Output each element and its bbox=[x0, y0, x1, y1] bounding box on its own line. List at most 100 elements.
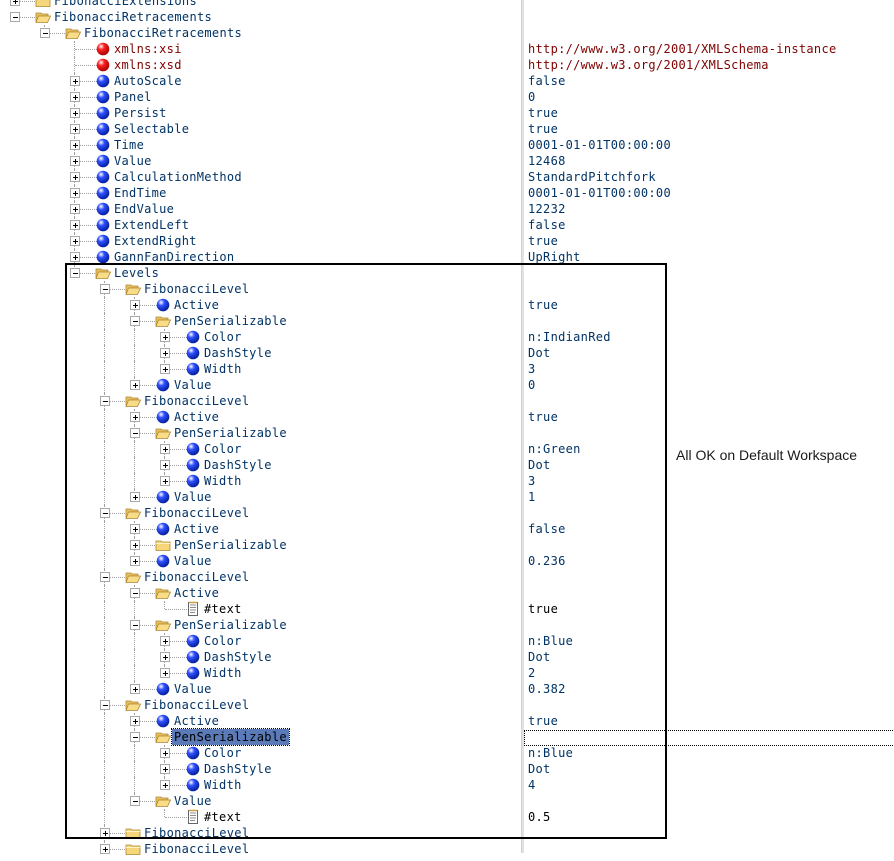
expand-icon[interactable] bbox=[160, 444, 170, 454]
node-value[interactable]: Dot bbox=[528, 458, 551, 472]
node-name[interactable]: Width bbox=[204, 778, 242, 792]
expand-icon[interactable] bbox=[160, 332, 170, 342]
expand-icon[interactable] bbox=[130, 540, 140, 550]
tree-row[interactable]: PenSerializable bbox=[0, 728, 894, 746]
node-name[interactable]: #text bbox=[204, 602, 242, 616]
node-name[interactable]: FibonacciLevel bbox=[144, 698, 250, 712]
node-name[interactable]: FibonacciLevel bbox=[144, 394, 250, 408]
expand-icon[interactable] bbox=[70, 188, 80, 198]
node-name[interactable]: ExtendRight bbox=[114, 234, 197, 248]
node-name[interactable]: CalculationMethod bbox=[114, 170, 242, 184]
expand-icon[interactable] bbox=[70, 236, 80, 246]
node-value[interactable]: 3 bbox=[528, 362, 536, 376]
tree-row[interactable]: FibonacciLevel bbox=[0, 505, 894, 521]
node-name[interactable]: Levels bbox=[114, 266, 160, 280]
node-name[interactable]: PenSerializable bbox=[174, 618, 287, 632]
expand-icon[interactable] bbox=[160, 460, 170, 470]
tree-row[interactable]: CalculationMethod StandardPitchfork bbox=[0, 169, 894, 185]
node-value[interactable]: 0.236 bbox=[528, 554, 566, 568]
node-value[interactable]: n:IndianRed bbox=[528, 330, 611, 344]
expand-icon[interactable] bbox=[10, 0, 20, 6]
node-name[interactable]: Active bbox=[174, 714, 220, 728]
node-value[interactable]: false bbox=[528, 522, 566, 536]
collapse-icon[interactable] bbox=[100, 396, 110, 406]
tree-row[interactable]: FibonacciLevel bbox=[0, 393, 894, 409]
node-name[interactable]: EndTime bbox=[114, 186, 167, 200]
node-value[interactable]: n:Blue bbox=[528, 634, 574, 648]
node-value[interactable]: 0001-01-01T00:00:00 bbox=[528, 186, 671, 200]
tree-row[interactable]: FibonacciLevel bbox=[0, 825, 894, 841]
node-value[interactable]: true bbox=[528, 106, 559, 120]
node-name[interactable]: Color bbox=[204, 746, 242, 760]
node-value[interactable]: true bbox=[528, 602, 559, 616]
expand-icon[interactable] bbox=[70, 172, 80, 182]
expand-icon[interactable] bbox=[70, 92, 80, 102]
collapse-icon[interactable] bbox=[130, 732, 140, 742]
node-name[interactable]: FibonacciRetracements bbox=[84, 26, 243, 40]
node-name[interactable]: PenSerializable bbox=[171, 728, 290, 746]
tree-row[interactable]: FibonacciLevel bbox=[0, 697, 894, 713]
node-name[interactable]: Active bbox=[174, 298, 220, 312]
tree-row[interactable]: Active false bbox=[0, 521, 894, 537]
collapse-icon[interactable] bbox=[100, 508, 110, 518]
node-name[interactable]: Panel bbox=[114, 90, 152, 104]
node-value[interactable]: 2 bbox=[528, 666, 536, 680]
node-name[interactable]: DashStyle bbox=[204, 346, 272, 360]
node-name[interactable]: PenSerializable bbox=[174, 314, 287, 328]
tree-row[interactable]: FibonacciRetracements bbox=[0, 9, 894, 25]
expand-icon[interactable] bbox=[160, 668, 170, 678]
node-name[interactable]: Value bbox=[174, 794, 212, 808]
node-value[interactable]: 0.5 bbox=[528, 810, 551, 824]
tree-row[interactable]: Value 12468 bbox=[0, 153, 894, 169]
expand-icon[interactable] bbox=[160, 476, 170, 486]
node-value[interactable] bbox=[524, 730, 894, 746]
node-name[interactable]: #text bbox=[204, 810, 242, 824]
tree-row[interactable]: Width 2 bbox=[0, 665, 894, 681]
collapse-icon[interactable] bbox=[130, 588, 140, 598]
collapse-icon[interactable] bbox=[100, 700, 110, 710]
tree-row[interactable]: PenSerializable bbox=[0, 313, 894, 329]
node-name[interactable]: Active bbox=[174, 522, 220, 536]
node-value[interactable]: Dot bbox=[528, 650, 551, 664]
collapse-icon[interactable] bbox=[70, 268, 80, 278]
node-name[interactable]: Active bbox=[174, 410, 220, 424]
expand-icon[interactable] bbox=[130, 684, 140, 694]
node-name[interactable]: FibonacciLevel bbox=[144, 570, 250, 584]
tree-row[interactable]: FibonacciExtensions bbox=[0, 0, 894, 9]
expand-icon[interactable] bbox=[70, 220, 80, 230]
node-value[interactable]: 3 bbox=[528, 474, 536, 488]
node-name[interactable]: Value bbox=[174, 490, 212, 504]
node-name[interactable]: Width bbox=[204, 474, 242, 488]
node-name[interactable]: DashStyle bbox=[204, 762, 272, 776]
collapse-icon[interactable] bbox=[130, 316, 140, 326]
node-name[interactable]: Active bbox=[174, 586, 220, 600]
tree-row[interactable]: Value 1 bbox=[0, 489, 894, 505]
node-name[interactable]: Color bbox=[204, 442, 242, 456]
tree-row[interactable]: PenSerializable bbox=[0, 537, 894, 553]
node-value[interactable]: true bbox=[528, 234, 559, 248]
node-value[interactable]: 12468 bbox=[528, 154, 566, 168]
node-name[interactable]: DashStyle bbox=[204, 458, 272, 472]
tree-row[interactable]: #text true bbox=[0, 601, 894, 617]
node-name[interactable]: Width bbox=[204, 666, 242, 680]
node-name[interactable]: Value bbox=[114, 154, 152, 168]
tree-row[interactable]: #text 0.5 bbox=[0, 809, 894, 825]
node-value[interactable]: StandardPitchfork bbox=[528, 170, 656, 184]
node-value[interactable]: 1 bbox=[528, 490, 536, 504]
expand-icon[interactable] bbox=[70, 204, 80, 214]
